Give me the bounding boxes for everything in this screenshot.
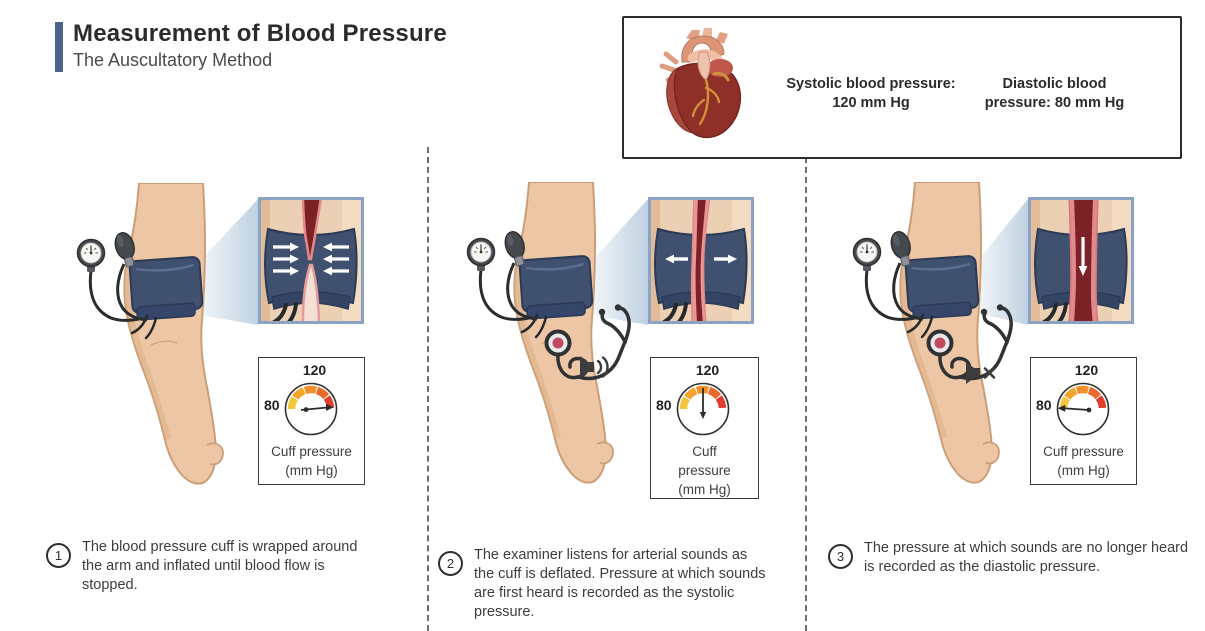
step-2-panel: 120 80 Cuff pressure (mm Hg) 2 The exami… — [427, 0, 805, 631]
gauge-caption: Cuff pressure (mm Hg) — [678, 444, 731, 497]
artery-inset-compressed — [258, 197, 364, 324]
artery-above-closed — [301, 197, 323, 261]
gauge-label-120: 120 — [302, 362, 327, 378]
artery-inset-partially-open — [648, 197, 754, 324]
gauge-label-80: 80 — [1036, 397, 1052, 413]
speaker-sound-on-icon — [580, 356, 609, 378]
step-2-text: The examiner listens for arterial sounds… — [474, 547, 766, 620]
zoom-cone — [198, 199, 258, 325]
zoom-cone — [976, 199, 1028, 325]
panel-divider — [427, 147, 429, 631]
cuff-pressure-gauge: 120 80 Cuff pressure (mm Hg) — [650, 357, 759, 499]
artery-below-empty — [301, 263, 321, 324]
gauge-needle — [1057, 404, 1092, 413]
step-2-number: 2 — [438, 551, 463, 576]
gauge-dial — [676, 382, 730, 436]
gauge-needle — [699, 388, 707, 419]
step-3-panel: 120 80 Cuff pressure (mm Hg) 3 The press… — [805, 0, 1205, 631]
speaker-muted-icon — [966, 362, 996, 384]
step-1-text: The blood pressure cuff is wrapped aroun… — [82, 539, 358, 593]
gauge-dial — [1056, 382, 1110, 436]
gauge-label-120: 120 — [1074, 362, 1099, 378]
step-1-panel: 120 80 Cuff pressure (mm Hg) 1 The blood… — [0, 0, 427, 631]
gauge-label-120: 120 — [695, 362, 720, 378]
title-accent-bar — [55, 22, 63, 72]
blood-flow-down-arrow — [1078, 237, 1088, 276]
release-arrows-outward — [665, 254, 737, 264]
anatomical-heart-icon — [659, 28, 741, 139]
step-3: 3 The pressure at which sounds are no lo… — [828, 539, 1193, 577]
gauge-needle — [300, 403, 334, 412]
step-3-number: 3 — [828, 544, 853, 569]
step-3-text: The pressure at which sounds are no long… — [864, 540, 1189, 575]
cuff-pressure-gauge: 120 80 Cuff pressure (mm Hg) — [258, 357, 365, 485]
cuff-pressure-gauge: 120 80 Cuff pressure (mm Hg) — [1030, 357, 1137, 485]
step-1-number: 1 — [46, 543, 71, 568]
step-1: 1 The blood pressure cuff is wrapped aro… — [46, 538, 376, 595]
page-subtitle: The Auscultatory Method — [73, 50, 273, 70]
step-2: 2 The examiner listens for arterial soun… — [438, 546, 768, 622]
panel-divider — [805, 147, 807, 631]
page-title: Measurement of Blood Pressure — [73, 20, 447, 47]
arm-with-cuff-illustration — [55, 183, 285, 493]
systolic-value: Systolic blood pressure: 120 mm Hg — [786, 76, 956, 111]
gauge-caption: Cuff pressure (mm Hg) — [271, 444, 352, 478]
gauge-dial — [284, 382, 338, 436]
artery-inset-open-flow — [1028, 197, 1134, 324]
artery-blood-channel — [695, 197, 706, 324]
gauge-label-80: 80 — [264, 397, 280, 413]
blood-pressure-summary-box: Systolic blood pressure: 120 mm Hg Diast… — [622, 16, 1182, 159]
zoom-cone — [590, 199, 648, 325]
diastolic-value: Diastolic blood pressure: 80 mm Hg — [984, 76, 1125, 111]
gauge-caption: Cuff pressure (mm Hg) — [1043, 444, 1124, 478]
gauge-label-80: 80 — [656, 397, 672, 413]
compression-arrows-inward — [273, 242, 349, 276]
